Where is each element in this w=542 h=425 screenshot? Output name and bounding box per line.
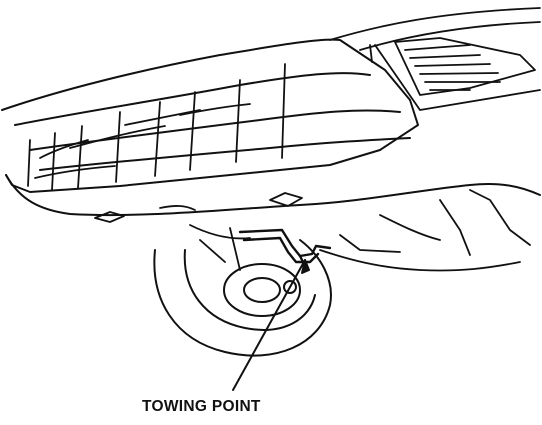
towing-hook-icon bbox=[238, 228, 332, 270]
hood-panel bbox=[329, 7, 541, 111]
leader-arrow-icon bbox=[232, 259, 310, 391]
grille-ribs bbox=[27, 63, 286, 191]
suspension-detail bbox=[189, 189, 531, 272]
wheel bbox=[153, 239, 332, 357]
bumper-outline bbox=[1, 38, 541, 217]
towing-point-label: TOWING POINT bbox=[142, 398, 261, 415]
underside-slots bbox=[94, 192, 303, 223]
